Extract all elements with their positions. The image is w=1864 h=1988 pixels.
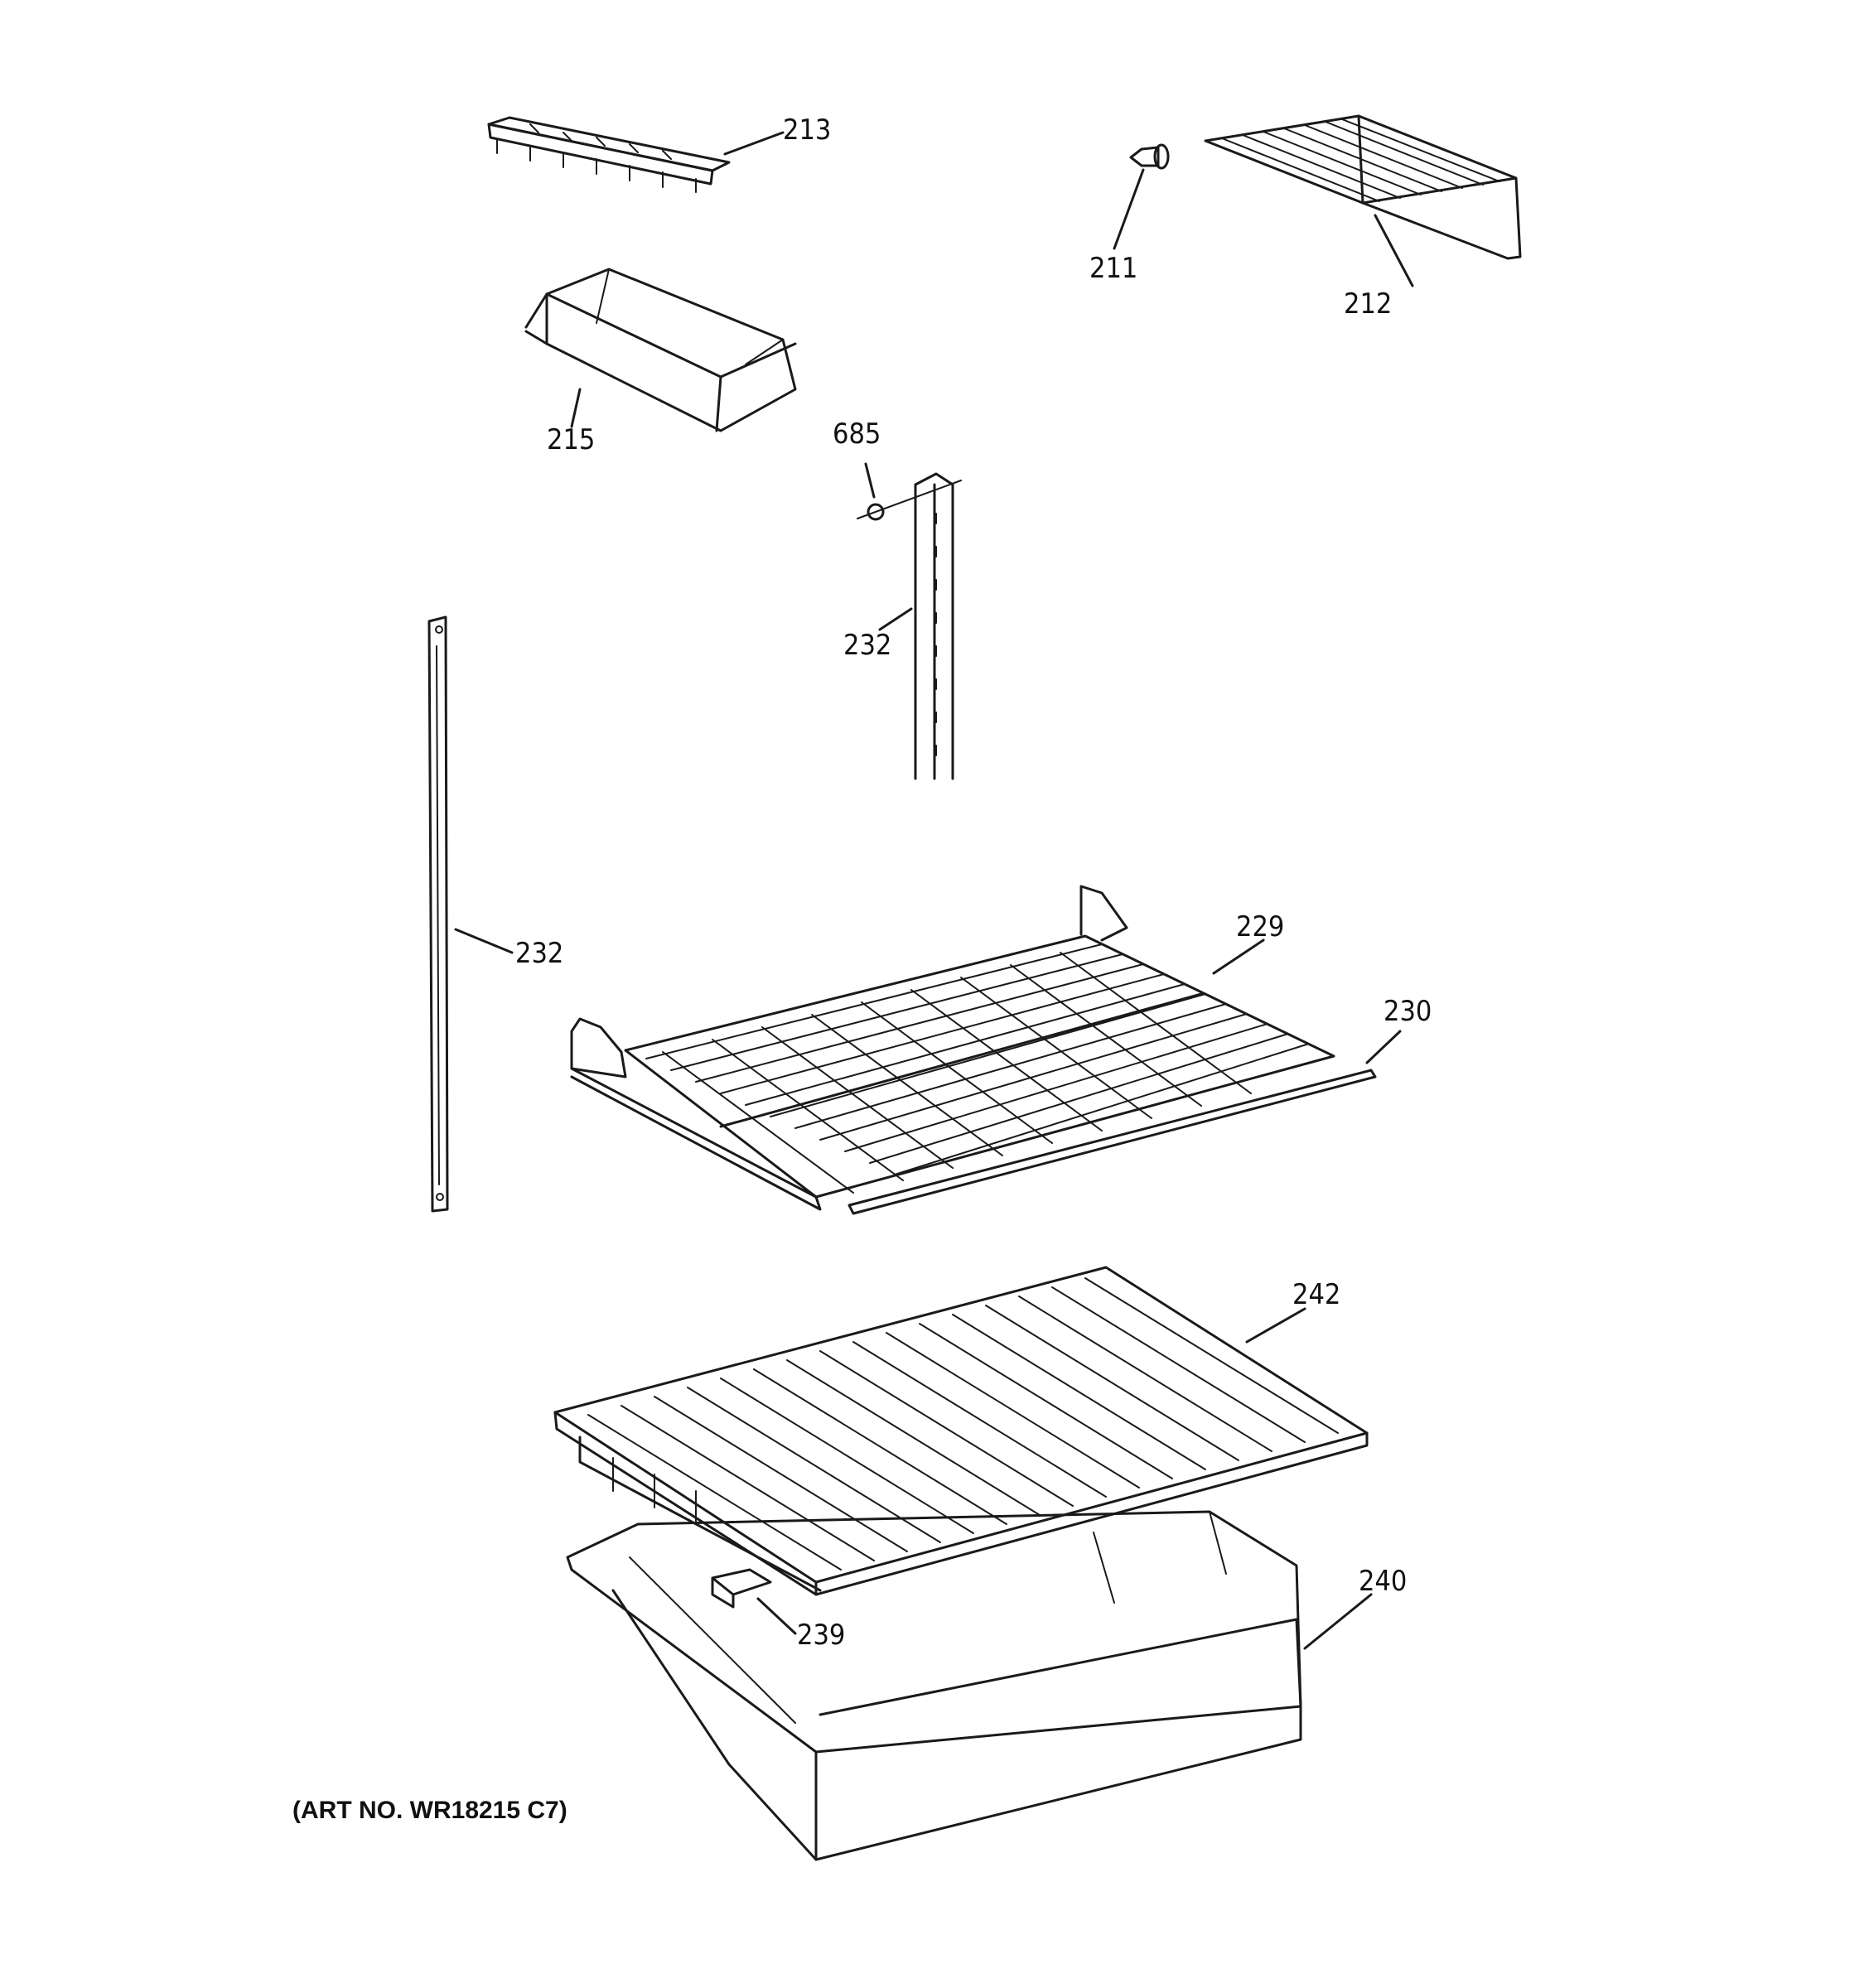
wire-shelf-229: [570, 885, 1335, 1211]
callout-239: 239: [797, 1619, 845, 1652]
callout-213: 213: [783, 113, 831, 147]
stud-211: [1129, 143, 1170, 170]
shelf-standard-232-left: [427, 615, 449, 1213]
screw-685: [857, 480, 962, 521]
art-number: (ART NO. WR18215 C7): [292, 1797, 567, 1824]
crisper-drawer-240: [566, 1510, 1302, 1861]
shelf-standard-232-upper: [914, 472, 954, 780]
callout-212: 212: [1344, 287, 1392, 321]
callout-685: 685: [833, 417, 881, 451]
callout-215: 215: [547, 423, 595, 456]
ice-tray-213: [487, 116, 731, 193]
callout-232-upper: 232: [843, 629, 891, 662]
bracket-239: [711, 1568, 772, 1609]
crisper-cover-242: [553, 1266, 1369, 1596]
wire-shelf-212: [1204, 114, 1522, 260]
trim-230: [847, 1069, 1377, 1215]
callout-230: 230: [1384, 995, 1432, 1028]
callout-242: 242: [1292, 1278, 1340, 1311]
callout-232-left: 232: [515, 937, 563, 970]
callout-229: 229: [1236, 910, 1284, 943]
callout-211: 211: [1089, 252, 1137, 285]
callout-240: 240: [1359, 1565, 1407, 1598]
bin-215: [524, 268, 797, 432]
